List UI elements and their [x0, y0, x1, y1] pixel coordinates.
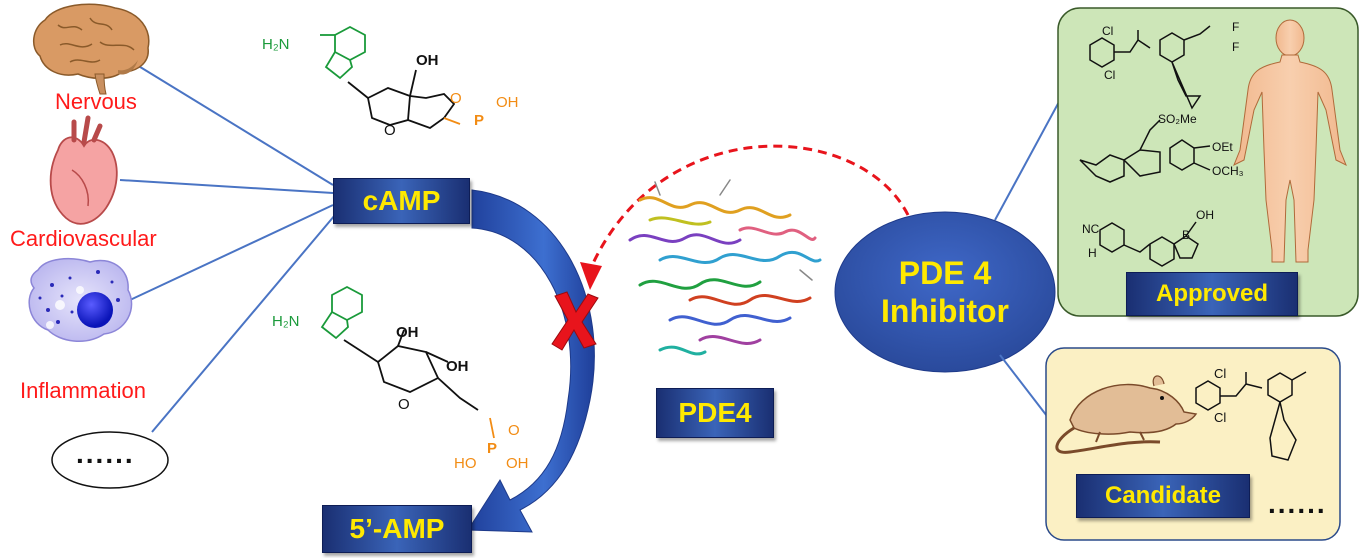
approved-cl1-label: Cl — [1102, 24, 1114, 38]
amp-oh1-label: OH — [396, 324, 419, 341]
approved-f2-label: F — [1232, 40, 1240, 54]
approved-cl2-label: Cl — [1104, 68, 1116, 82]
organ-connector-lines — [119, 61, 336, 433]
camp-p-label: P — [474, 112, 485, 129]
candidate-label: Candidate — [1076, 474, 1250, 518]
amp-ho-label: HO — [454, 455, 477, 472]
inhibitor-ellipse — [834, 211, 1056, 373]
cell-icon — [28, 257, 133, 342]
camp-ring-o-label: O — [384, 122, 396, 139]
rat-icon — [1055, 375, 1198, 454]
pde4-box: PDE4 — [656, 388, 774, 438]
cardiovascular-label: Cardiovascular — [10, 226, 157, 251]
camp-h2n-label: H₂N — [262, 36, 290, 53]
approved-nc-label: NC — [1082, 222, 1100, 236]
amp-oh2-label: OH — [446, 358, 469, 375]
human-body-icon — [1233, 19, 1347, 263]
camp-structure — [320, 25, 461, 130]
conversion-arrow — [467, 189, 595, 533]
inflammation-label: Inflammation — [20, 378, 146, 403]
amp-ring-o-label: O — [398, 396, 410, 413]
amp-structure — [320, 285, 495, 439]
heart-icon — [49, 115, 118, 225]
pde4-protein-structure — [628, 179, 822, 356]
approved-b-label: B — [1182, 228, 1191, 242]
inhibitor-line2: Inhibitor — [881, 293, 1009, 329]
more-ellipse — [51, 431, 169, 489]
amp-box: 5’-AMP — [322, 505, 472, 553]
approved-label: Approved — [1126, 272, 1298, 316]
amp-h2n-label: H₂N — [272, 313, 300, 330]
camp-o-label: O — [450, 90, 462, 107]
block-x-icon — [551, 291, 599, 351]
amp-p-label: P — [487, 440, 498, 457]
approved-f1-label: F — [1232, 20, 1240, 34]
candidate-cl2-label: Cl — [1214, 410, 1227, 425]
candidate-cl1-label: Cl — [1214, 366, 1227, 381]
approved-och3-label: OCH₃ — [1212, 164, 1244, 178]
camp-oh-label: OH — [416, 52, 439, 69]
camp-box: cAMP — [333, 178, 470, 224]
candidate-drug-structure — [1195, 371, 1307, 461]
more-organs-ellipsis: ...... — [76, 438, 135, 469]
approved-h-label: H — [1088, 246, 1097, 260]
inhibitor-label: PDE 4 Inhibitor — [835, 246, 1055, 338]
brain-icon — [33, 3, 150, 95]
camp-po-oh-label: OH — [496, 94, 519, 111]
inhibitor-line1: PDE 4 — [898, 255, 992, 291]
nervous-label: Nervous — [55, 89, 137, 114]
approved-drug-structures — [1079, 25, 1211, 267]
panel-connectors — [994, 99, 1061, 421]
approved-oet-label: OEt — [1212, 140, 1233, 154]
approved-so2me-label: SO₂Me — [1158, 112, 1197, 126]
more-candidates-ellipsis: ...... — [1268, 488, 1327, 519]
dashed-arrow-head — [580, 262, 602, 290]
approved-b-oh-label: OH — [1196, 208, 1214, 222]
amp-o-label: O — [508, 422, 520, 439]
amp-po-oh-label: OH — [506, 455, 529, 472]
